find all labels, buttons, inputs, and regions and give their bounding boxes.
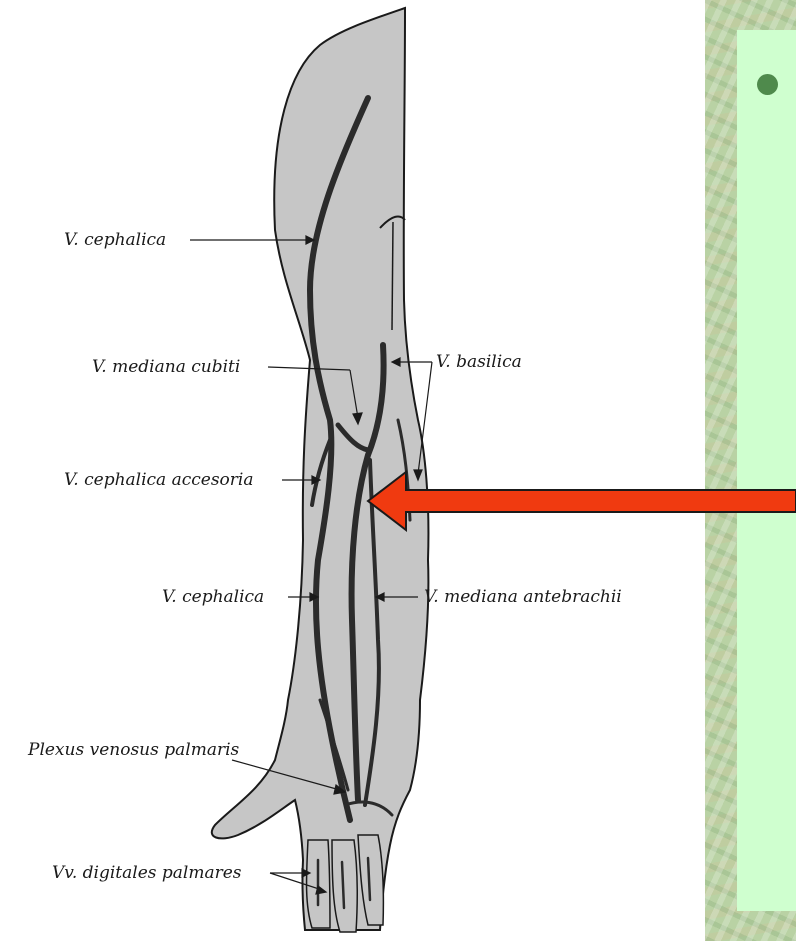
label-v-basilica: V. basilica <box>436 352 522 372</box>
label-v-cephalica-lower: V. cephalica <box>162 587 264 607</box>
label-v-mediana-cubiti: V. mediana cubiti <box>92 357 240 377</box>
label-plexus-venosus-palmaris: Plexus venosus palmaris <box>28 740 239 760</box>
label-v-mediana-antebrachii: V. mediana antebrachii <box>424 587 622 607</box>
elbow-contour <box>392 222 393 330</box>
red-arrow-left-icon <box>360 470 796 532</box>
label-v-cephalica-upper: V. cephalica <box>64 230 166 250</box>
pointer-arrow-shape <box>368 472 796 530</box>
label-vv-digitales-palmares: Vv. digitales palmares <box>52 863 242 883</box>
green-circle-bullet-icon <box>757 74 778 95</box>
label-v-cephalica-accesoria: V. cephalica accesoria <box>64 470 254 490</box>
